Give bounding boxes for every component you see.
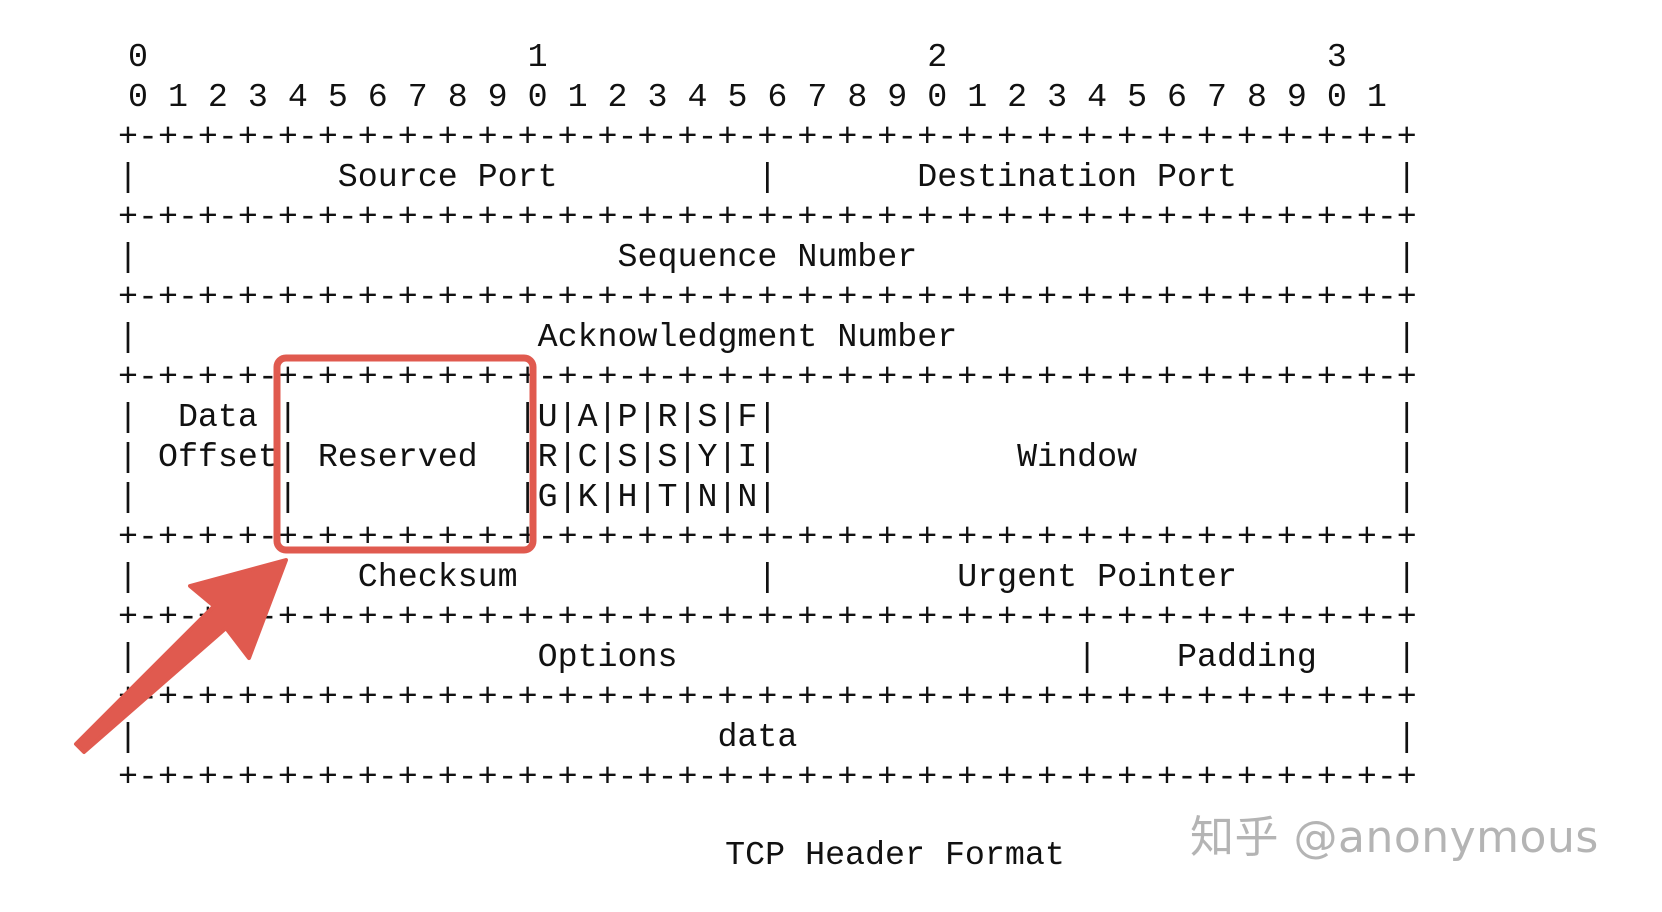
- diagram-caption: TCP Header Format: [725, 836, 1065, 874]
- row-offset-flags-window-2: | Offset| Reserved |R|C|S|S|Y|I| Window …: [118, 438, 1417, 476]
- grid-border: +-+-+-+-+-+-+-+-+-+-+-+-+-+-+-+-+-+-+-+-…: [118, 278, 1417, 316]
- grid-border: +-+-+-+-+-+-+-+-+-+-+-+-+-+-+-+-+-+-+-+-…: [118, 598, 1417, 636]
- row-offset-flags-window-3: | | |G|K|H|T|N|N| |: [118, 478, 1417, 516]
- watermark: 知乎 @anonymous: [1190, 812, 1599, 863]
- row-offset-flags-window-1: | Data | |U|A|P|R|S|F| |: [118, 398, 1417, 436]
- row-sequence-number: | Sequence Number |: [118, 238, 1417, 276]
- grid-border: +-+-+-+-+-+-+-+-+-+-+-+-+-+-+-+-+-+-+-+-…: [118, 198, 1417, 236]
- row-checksum-urgent: | Checksum | Urgent Pointer |: [118, 558, 1417, 596]
- row-options-padding: | Options | Padding |: [118, 638, 1417, 676]
- row-ports: | Source Port | Destination Port |: [118, 158, 1417, 196]
- bit-ruler-decades: 0 1 2 3: [128, 38, 1347, 76]
- grid-border: +-+-+-+-+-+-+-+-+-+-+-+-+-+-+-+-+-+-+-+-…: [118, 758, 1417, 796]
- grid-border: +-+-+-+-+-+-+-+-+-+-+-+-+-+-+-+-+-+-+-+-…: [118, 518, 1417, 556]
- grid-border: +-+-+-+-+-+-+-+-+-+-+-+-+-+-+-+-+-+-+-+-…: [118, 118, 1417, 156]
- bit-ruler-bits: 0 1 2 3 4 5 6 7 8 9 0 1 2 3 4 5 6 7 8 9 …: [128, 78, 1387, 116]
- grid-border: +-+-+-+-+-+-+-+-+-+-+-+-+-+-+-+-+-+-+-+-…: [118, 358, 1417, 396]
- row-data: | data |: [118, 718, 1417, 756]
- row-acknowledgment-number: | Acknowledgment Number |: [118, 318, 1417, 356]
- grid-border: +-+-+-+-+-+-+-+-+-+-+-+-+-+-+-+-+-+-+-+-…: [118, 678, 1417, 716]
